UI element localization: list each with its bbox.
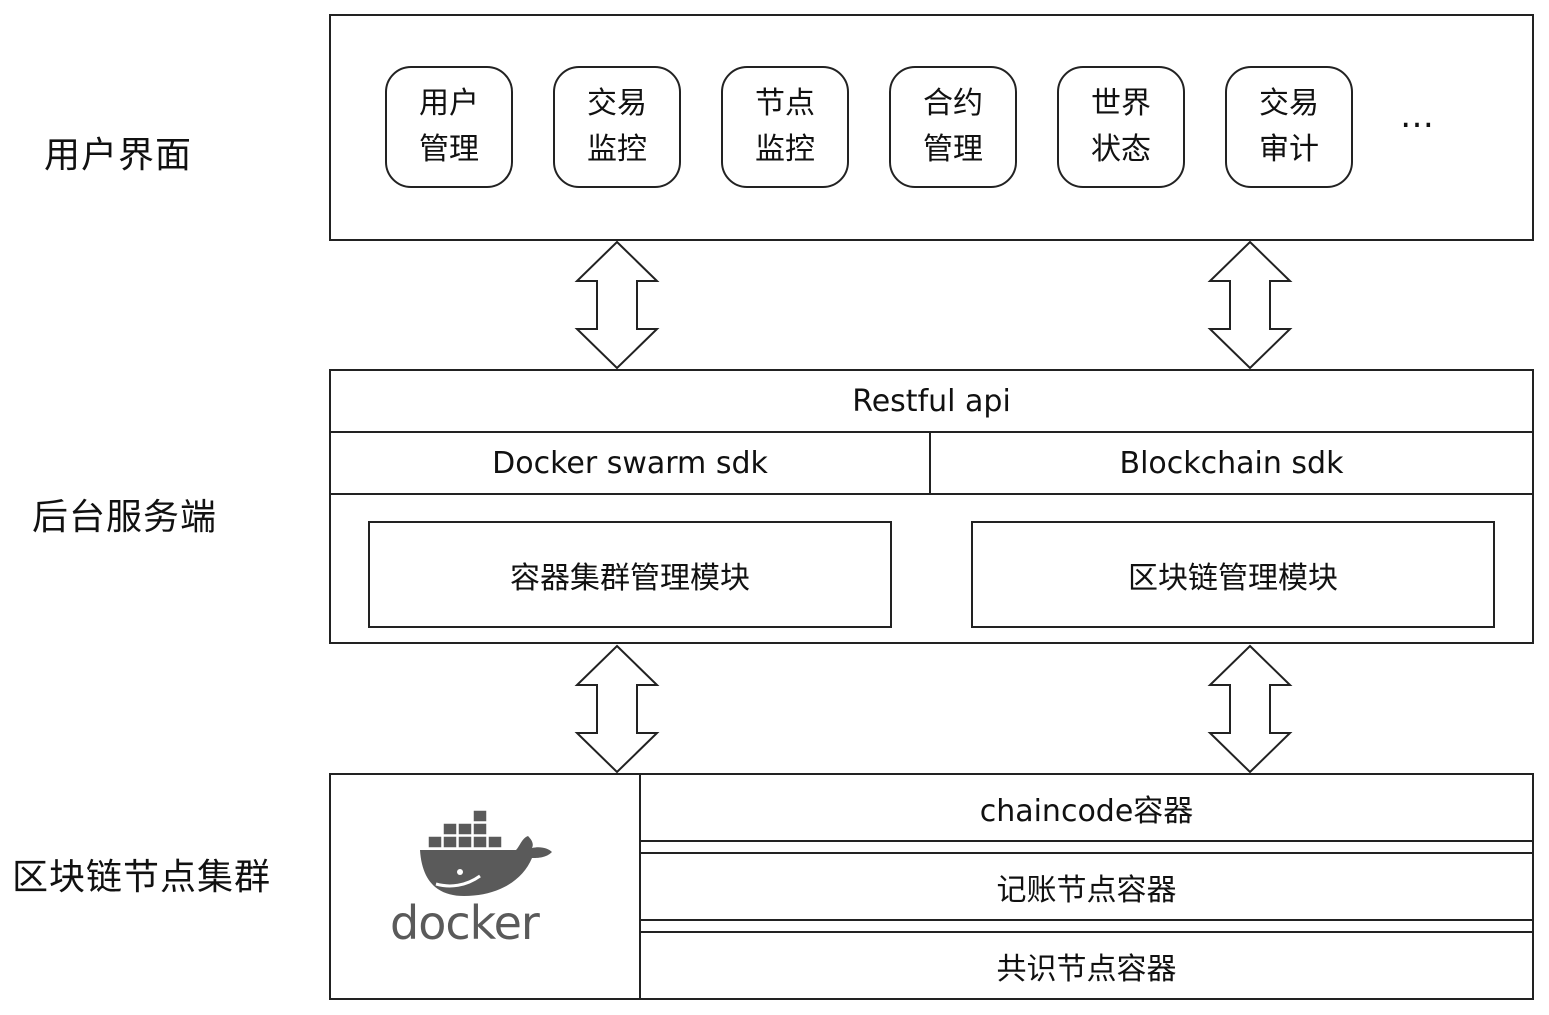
- container-cluster-module: 容器集群管理模块: [368, 521, 892, 628]
- ui-module-world-state: 世界 状态: [1057, 66, 1185, 188]
- ui-module-line: 管理: [419, 132, 479, 167]
- ui-module-user-management: 用户 管理: [385, 66, 513, 188]
- docker-logo-text: docker: [390, 896, 540, 950]
- double-arrow-icon: [574, 240, 660, 370]
- ui-module-node-monitor: 节点 监控: [721, 66, 849, 188]
- double-arrow-icon: [1207, 240, 1293, 370]
- ledger-node-container: 记账节点容器: [639, 852, 1534, 921]
- ui-module-line: 监控: [755, 132, 815, 167]
- chaincode-container: chaincode容器: [639, 773, 1534, 842]
- ui-module-contract-management: 合约 管理: [889, 66, 1017, 188]
- ui-module-line: 合约: [923, 86, 983, 121]
- ui-module-line: 审计: [1259, 132, 1319, 167]
- ui-module-line: 交易: [587, 86, 647, 121]
- restful-api-label: Restful api: [852, 383, 1011, 419]
- ui-module-line: 交易: [1259, 86, 1319, 121]
- docker-swarm-sdk-label: Docker swarm sdk: [492, 445, 768, 481]
- divider: [331, 431, 1532, 433]
- double-arrow-icon: [1207, 644, 1293, 774]
- double-arrow-icon: [574, 644, 660, 774]
- ui-module-transaction-monitor: 交易 监控: [553, 66, 681, 188]
- divider: [331, 493, 1532, 495]
- backend-layer-label: 后台服务端: [32, 497, 218, 538]
- ui-module-line: 监控: [587, 132, 647, 167]
- ui-module-line: 管理: [923, 132, 983, 167]
- ui-layer-label: 用户界面: [44, 135, 193, 176]
- ui-module-line: 节点: [755, 86, 815, 121]
- ui-module-transaction-audit: 交易 审计: [1225, 66, 1353, 188]
- blockchain-sdk-label: Blockchain sdk: [1119, 445, 1344, 481]
- consensus-node-container: 共识节点容器: [639, 931, 1534, 1000]
- ui-module-line: 状态: [1091, 132, 1151, 167]
- docker-whale-icon: [420, 810, 552, 896]
- ui-more-ellipsis: …: [1400, 96, 1436, 136]
- cluster-layer-label: 区块链节点集群: [12, 857, 272, 898]
- ui-module-line: 世界: [1091, 86, 1151, 121]
- blockchain-management-module: 区块链管理模块: [971, 521, 1495, 628]
- divider: [929, 433, 931, 493]
- ui-module-line: 用户: [419, 86, 479, 121]
